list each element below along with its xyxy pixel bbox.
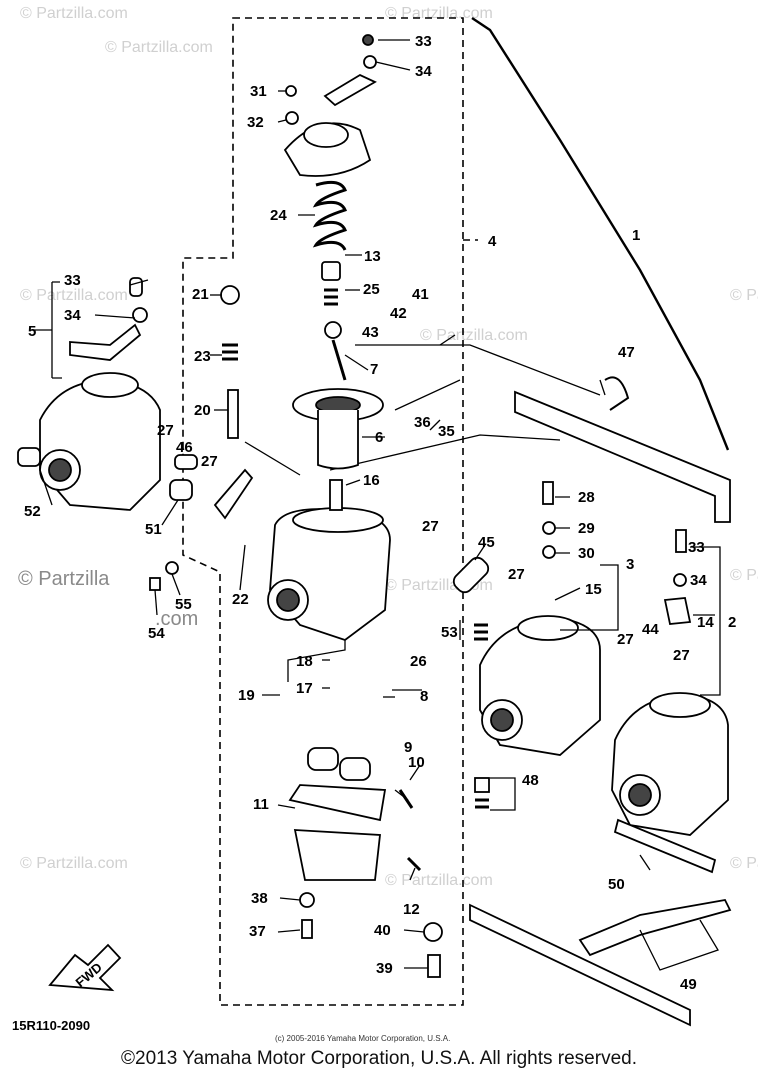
watermark-prominent: © Partzilla: [18, 568, 110, 590]
callout-4: 4: [488, 233, 497, 250]
watermark: © Partzilla.com: [20, 287, 128, 304]
assembly-boundary: [182, 17, 464, 1006]
small-parts-left: [149, 285, 254, 591]
callout-36: 36: [414, 414, 431, 431]
shaft-linkage-lines: [244, 344, 601, 682]
callout-39: 39: [376, 960, 393, 977]
callout-35: 35: [438, 423, 455, 440]
callout-34b: 34: [64, 307, 81, 324]
watermark: © Partzilla: [730, 855, 758, 872]
needle-and-diaphragm: [292, 261, 384, 470]
callout-10: 10: [408, 754, 425, 771]
callout-31: 31: [250, 83, 267, 100]
watermark: © Partzilla.com: [105, 39, 213, 56]
callout-9: 9: [404, 739, 412, 756]
callout-12: 12: [403, 901, 420, 918]
carburetor-left: [17, 277, 161, 511]
callout-47: 47: [618, 344, 635, 361]
callout-28: 28: [578, 489, 595, 506]
carburetor-body-center: [267, 479, 391, 642]
callout-34a: 34: [415, 63, 432, 80]
callout-50: 50: [608, 876, 625, 893]
watermark: © Partzilla: [730, 567, 758, 584]
callout-27b: 27: [201, 453, 218, 470]
callout-49: 49: [680, 976, 697, 993]
callout-33b: 33: [64, 272, 81, 289]
callout-34c: 34: [690, 572, 707, 589]
leader-lines: [32, 39, 721, 971]
watermark: © Partzilla.com: [20, 5, 128, 22]
callout-30: 30: [578, 545, 595, 562]
callout-42: 42: [390, 305, 407, 322]
callout-45: 45: [478, 534, 495, 551]
callout-7: 7: [370, 361, 378, 378]
callout-21: 21: [192, 286, 209, 303]
callout-38: 38: [251, 890, 268, 907]
callout-26: 26: [410, 653, 427, 670]
callout-27d: 27: [508, 566, 525, 583]
callout-53: 53: [441, 624, 458, 641]
callout-15: 15: [585, 581, 602, 598]
watermark: © Partzilla.com: [420, 327, 528, 344]
watermark: © Partzilla.com: [385, 872, 493, 889]
fwd-arrow: FWD: [48, 943, 122, 992]
callout-25: 25: [363, 281, 380, 298]
callout-18: 18: [296, 653, 313, 670]
callout-54: 54: [148, 625, 165, 642]
callout-55: 55: [175, 596, 192, 613]
callout-labels: 1 2 3 4 5 6 7 8 9 10 11 12 13 14 15 16 1…: [24, 33, 736, 993]
callout-44: 44: [642, 621, 659, 638]
watermark: © Partzilla.com: [385, 5, 493, 22]
callout-40: 40: [374, 922, 391, 939]
callout-14: 14: [697, 614, 714, 631]
throttle-cable-line: [471, 17, 730, 451]
callout-41: 41: [412, 286, 429, 303]
spring: [312, 180, 348, 251]
callout-5: 5: [28, 323, 36, 340]
callout-46: 46: [176, 439, 193, 456]
fine-print: (c) 2005-2016 Yamaha Motor Corporation, …: [275, 1034, 450, 1043]
callout-1: 1: [632, 227, 640, 244]
callout-43: 43: [362, 324, 379, 341]
carburetor-right-lower: [611, 529, 729, 874]
callout-3: 3: [626, 556, 634, 573]
callout-33a: 33: [415, 33, 432, 50]
callout-17: 17: [296, 680, 313, 697]
callout-52: 52: [24, 503, 41, 520]
watermark-layer: © Partzilla.com © Partzilla.com © Partzi…: [18, 5, 758, 889]
callout-8: 8: [420, 688, 428, 705]
callout-27c: 27: [422, 518, 439, 535]
callout-27e: 27: [617, 631, 634, 648]
watermark-prominent-suffix: .com: [155, 608, 198, 630]
callout-27a: 27: [157, 422, 174, 439]
watermark: © Partzilla.com: [20, 855, 128, 872]
drawing-code: 15R110-2090: [12, 1018, 90, 1033]
callout-32: 32: [247, 114, 264, 131]
callout-13: 13: [364, 248, 381, 265]
callout-23: 23: [194, 348, 211, 365]
mounting-stays: [469, 376, 732, 1027]
watermark: © Partzilla: [730, 287, 758, 304]
callout-27f: 27: [673, 647, 690, 664]
callout-48: 48: [522, 772, 539, 789]
float-bowl: [288, 747, 443, 978]
callout-2: 2: [728, 614, 736, 631]
callout-29: 29: [578, 520, 595, 537]
callout-37: 37: [249, 923, 266, 940]
callout-33c: 33: [688, 539, 705, 556]
callout-19: 19: [238, 687, 255, 704]
copyright-notice: ©2013 Yamaha Motor Corporation, U.S.A. A…: [121, 1048, 637, 1069]
carburetor-right-upper: [452, 481, 601, 809]
callout-16: 16: [363, 472, 380, 489]
callout-20: 20: [194, 402, 211, 419]
callout-22: 22: [232, 591, 249, 608]
callout-51: 51: [145, 521, 162, 538]
diaphragm-cover: [283, 34, 377, 177]
callout-11: 11: [253, 796, 269, 813]
callout-24: 24: [270, 207, 287, 224]
callout-6: 6: [375, 429, 383, 446]
